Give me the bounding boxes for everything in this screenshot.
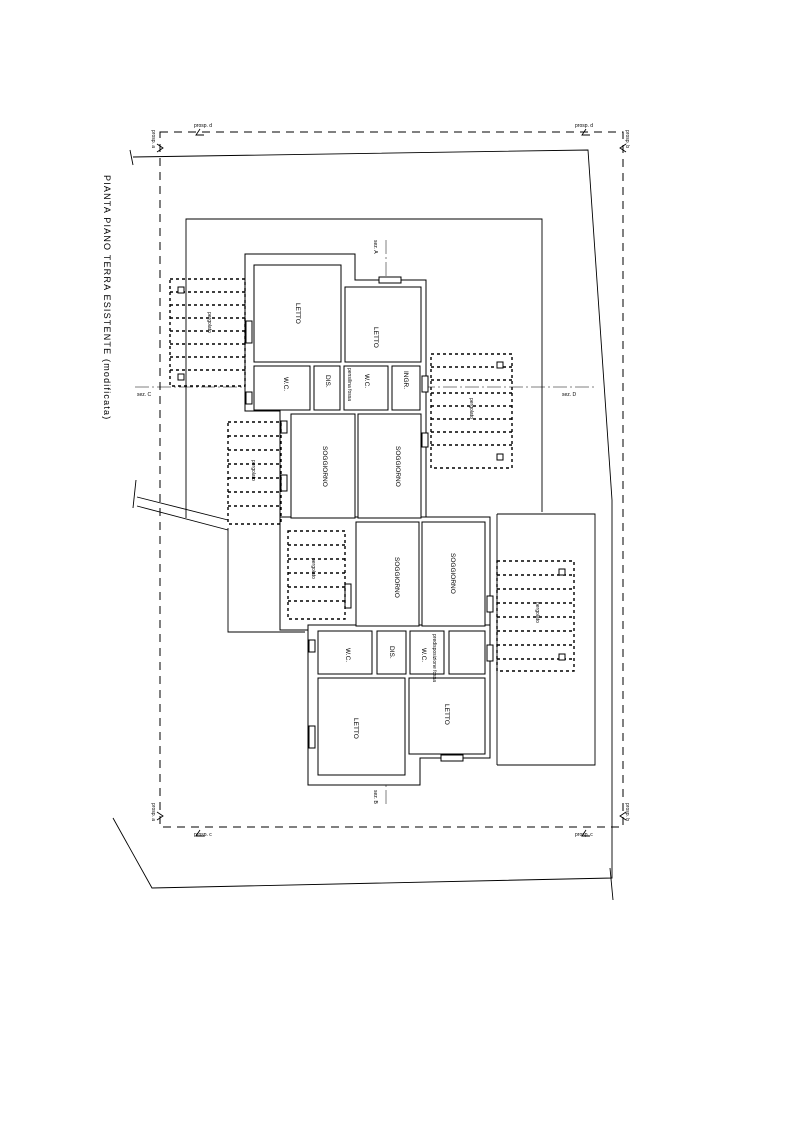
room-dis-lower xyxy=(376,630,407,675)
room-wc-upper-2 xyxy=(343,365,389,411)
label-dis-1: DIS. xyxy=(324,375,331,388)
drawing-title: PIANTA PIANO TERRA ESISTENTE (modificata… xyxy=(102,175,112,420)
label-letto-3: LETTO xyxy=(352,718,359,739)
label-pergolato-4: pergolato xyxy=(310,558,316,579)
label-prosp-b-bottom: prosp. b xyxy=(624,803,630,821)
label-letto-4: LETTO xyxy=(443,704,450,725)
label-pensilina: pensilina fossa xyxy=(346,368,352,401)
pergolato-left-top xyxy=(169,278,246,387)
room-wc-lower-2 xyxy=(409,630,445,675)
label-prosp-c-right: prosp. c xyxy=(575,832,593,838)
pergolato-right-top xyxy=(430,353,513,469)
label-wc-4: W.C. xyxy=(420,648,427,662)
label-letto-1: LETTO xyxy=(294,303,301,324)
label-sez-c: sez. C xyxy=(137,392,152,398)
elevation-reference-frame xyxy=(159,131,624,828)
label-soggiorno-4: SOGGIORNO xyxy=(449,553,456,594)
label-soggiorno-2: SOGGIORNO xyxy=(394,446,401,487)
label-ingr: INGR. xyxy=(402,371,409,389)
pergolato-left-low xyxy=(287,530,346,620)
label-prosp-c-left: prosp. c xyxy=(194,832,212,838)
label-wc-1: W.C. xyxy=(282,377,289,391)
room-dis-upper xyxy=(313,365,341,411)
room-letto-lower-right xyxy=(408,677,486,755)
room-soggiorno-4 xyxy=(421,521,486,627)
room-wc-upper xyxy=(253,365,311,411)
room-soggiorno-3 xyxy=(355,521,420,627)
openings xyxy=(245,276,494,762)
label-prosp-d-right: prosp. d xyxy=(575,123,593,129)
label-soggiorno-3: SOGGIORNO xyxy=(393,557,400,598)
label-pergolato-1: pergolato xyxy=(206,312,212,333)
label-wc-3: W.C. xyxy=(344,648,351,662)
label-letto-2: LETTO xyxy=(372,327,379,348)
room-wc-lower xyxy=(317,630,373,675)
room-ingr-lower xyxy=(448,630,486,675)
label-dis-2: DIS. xyxy=(388,646,395,659)
elevation-markers xyxy=(156,128,627,837)
label-pergolato-2: pergolato xyxy=(468,398,474,419)
room-letto-lower-left xyxy=(317,677,406,776)
label-prosp-b-top: prosp. b xyxy=(624,130,630,148)
label-prosp-a-bottom: prosp. a xyxy=(150,803,156,821)
label-predisposizione: predisposizione fossa xyxy=(431,634,437,682)
room-letto-upper-left xyxy=(253,264,342,363)
label-wc-2: W.C. xyxy=(363,374,370,388)
label-pergolato-3: pergolato xyxy=(250,460,256,481)
label-sez-b: sez. B xyxy=(372,790,378,805)
room-soggiorno-2 xyxy=(357,413,422,519)
lot-boundary xyxy=(112,149,614,901)
room-soggiorno-1 xyxy=(290,413,356,519)
pergolato-right-low xyxy=(496,560,575,672)
label-prosp-d-left: prosp. d xyxy=(194,123,212,129)
label-pergolato-5: pergolato xyxy=(534,602,540,623)
label-sez-a: sez. A xyxy=(372,240,378,254)
room-ingr xyxy=(391,365,421,411)
label-soggiorno-1: SOGGIORNO xyxy=(321,446,328,487)
pergolato-left-mid xyxy=(227,421,282,525)
label-prosp-a-top: prosp. a xyxy=(150,130,156,148)
label-sez-d: sez. D xyxy=(562,392,577,398)
room-letto-upper-right xyxy=(344,286,422,363)
